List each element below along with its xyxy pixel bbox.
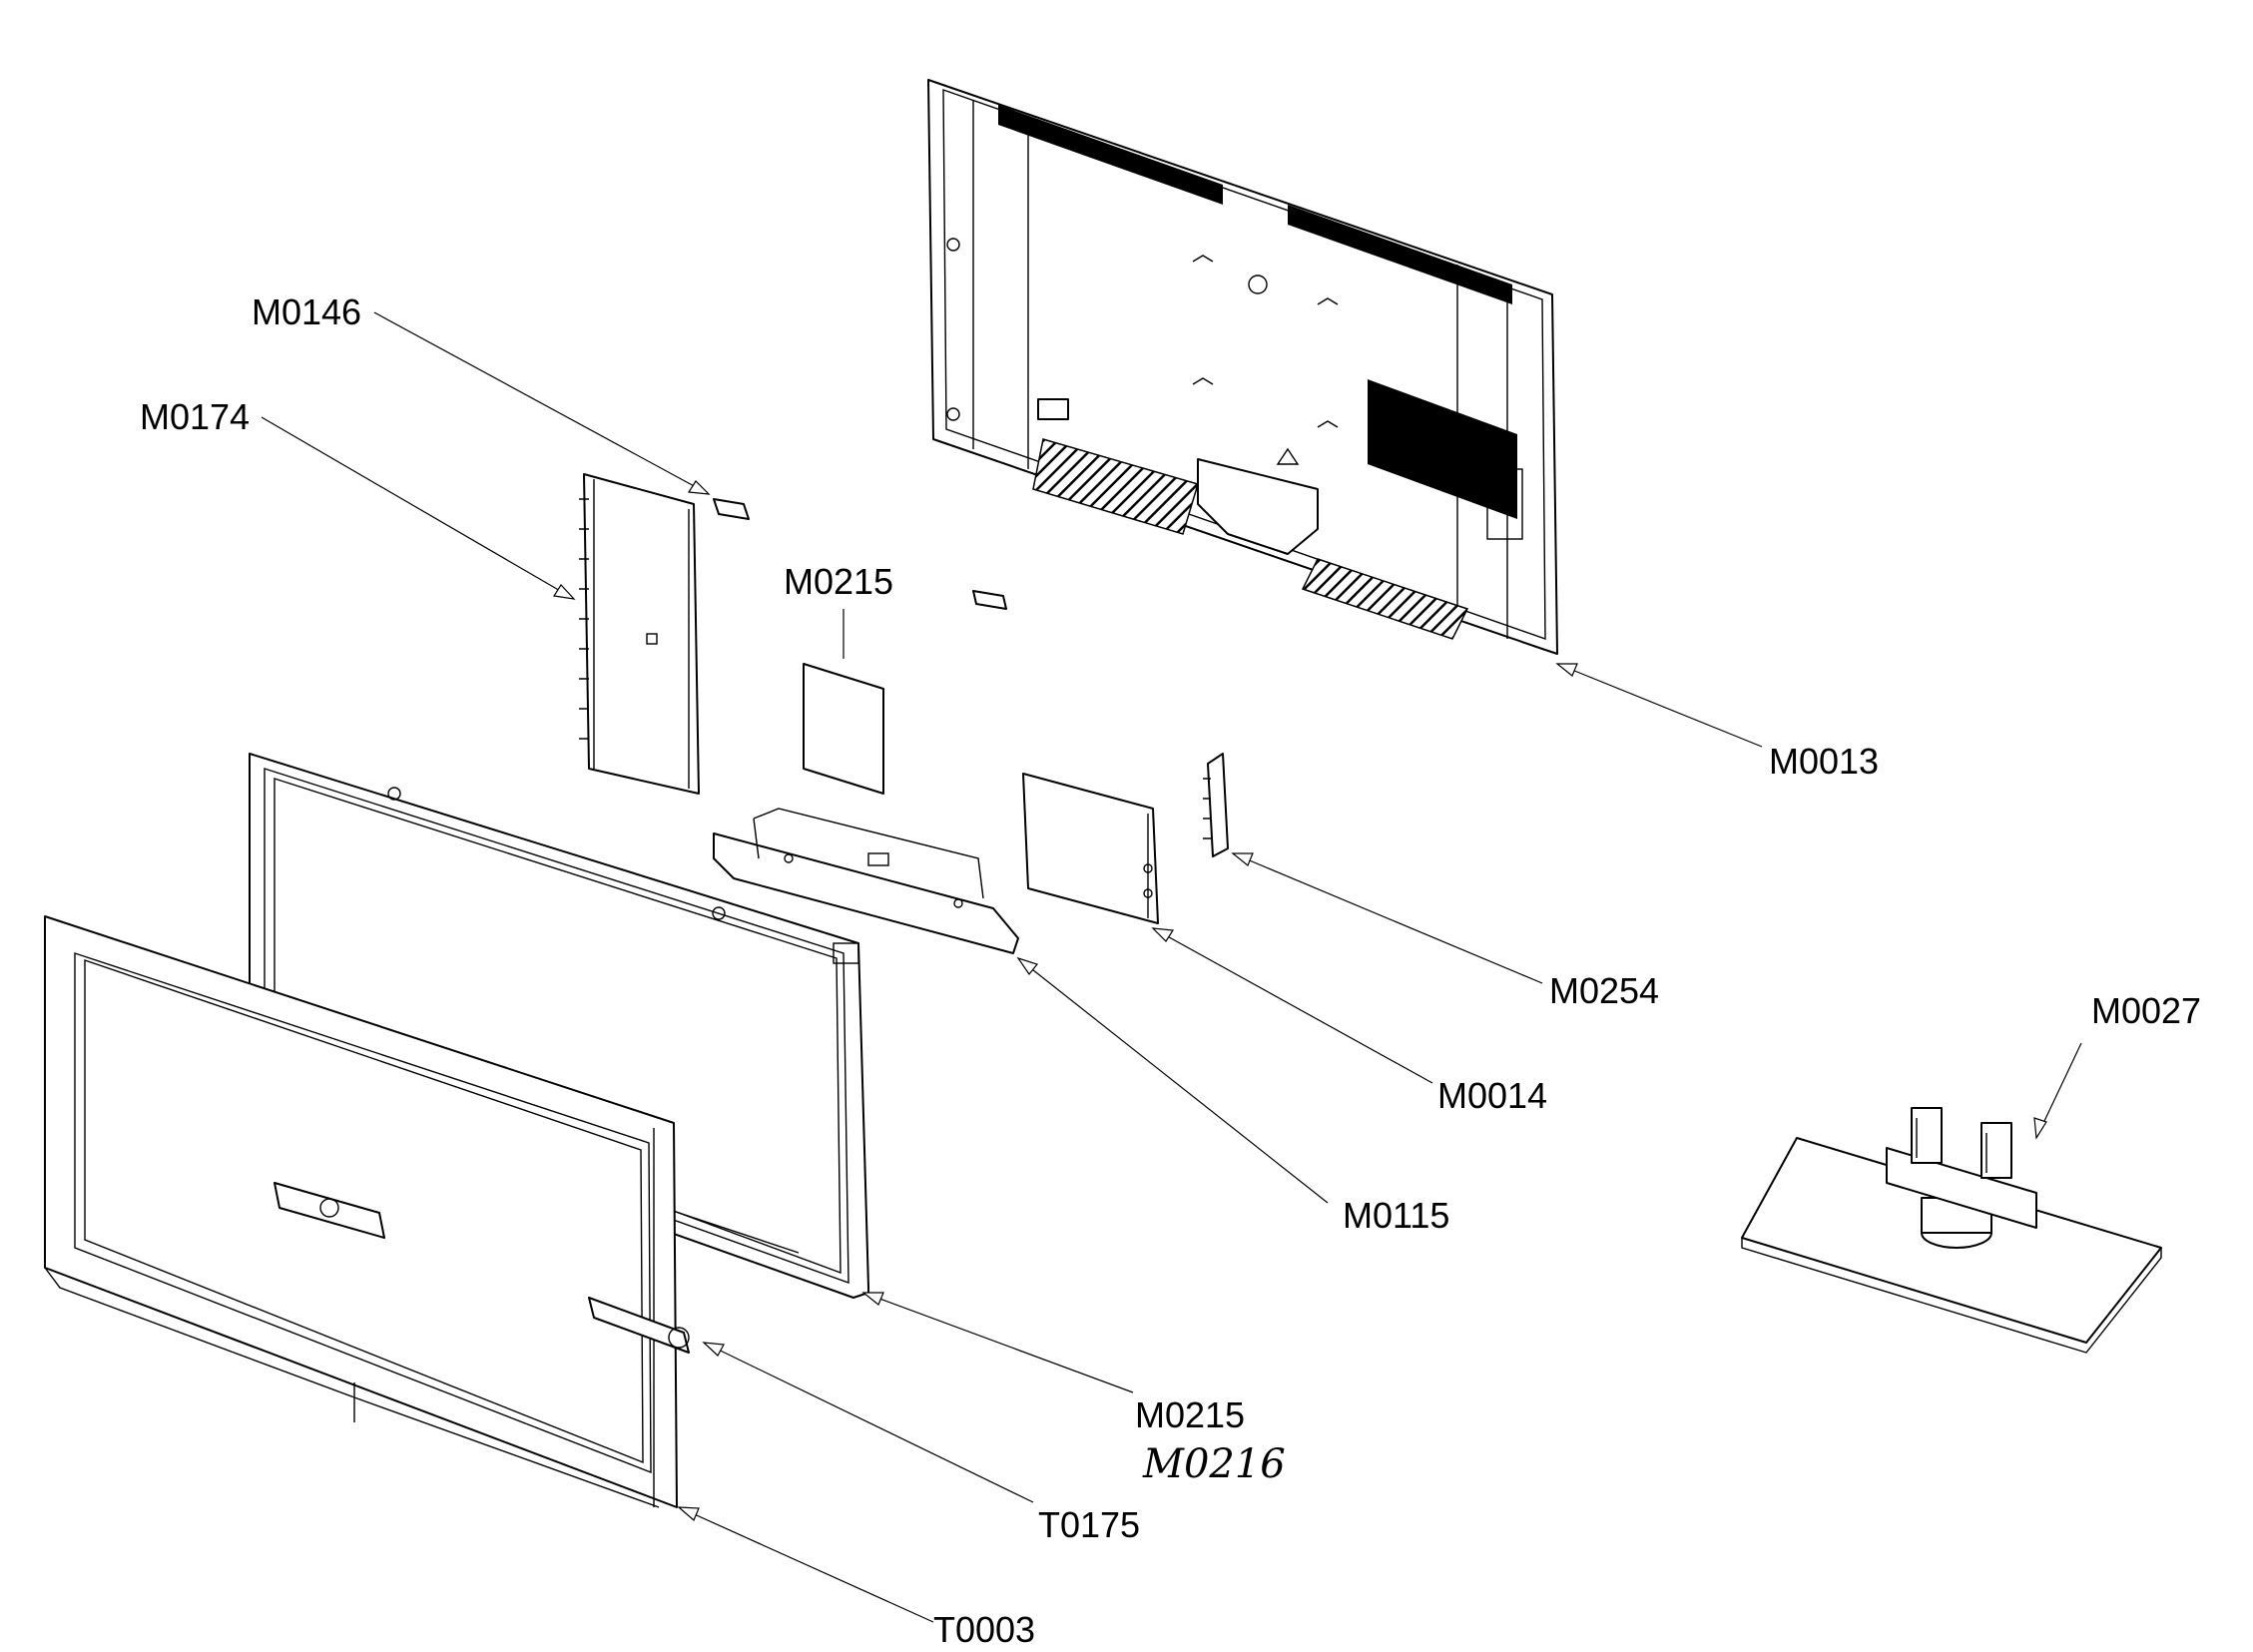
callout-m0254: M0254 xyxy=(1549,970,1659,1011)
front-bezel-part xyxy=(44,915,690,1508)
callout-m0146: M0146 xyxy=(252,291,361,332)
callout-m0027: M0027 xyxy=(2091,990,2201,1031)
callout-m0115: M0115 xyxy=(1343,1195,1449,1236)
callout-m0215-frame: M0215 xyxy=(1135,1394,1245,1435)
callout-t0003: T0003 xyxy=(933,1609,1035,1650)
clip-part xyxy=(972,590,1007,610)
callout-m0215-sheet: M0215 xyxy=(784,561,893,602)
back-cover-part xyxy=(927,79,1558,655)
callout-m0013: M0013 xyxy=(1769,741,1879,782)
callout-t0175: T0175 xyxy=(1038,1504,1140,1545)
stand-part xyxy=(1741,1107,2162,1354)
side-board-part xyxy=(1203,753,1229,857)
callout-m0014: M0014 xyxy=(1437,1075,1547,1116)
insulation-sheet-part xyxy=(803,663,884,795)
bracket-small-part xyxy=(713,498,750,520)
callout-labels: M0146 M0174 M0215 M0013 M0254 M0027 M001… xyxy=(140,291,2201,1650)
leader-lines xyxy=(261,311,2082,1623)
stand-bracket-part xyxy=(713,808,1019,954)
power-board-part xyxy=(579,473,700,795)
handwritten-note: M0216 xyxy=(1142,1441,1286,1487)
main-board-part xyxy=(1022,773,1159,924)
callout-m0174: M0174 xyxy=(140,396,250,437)
